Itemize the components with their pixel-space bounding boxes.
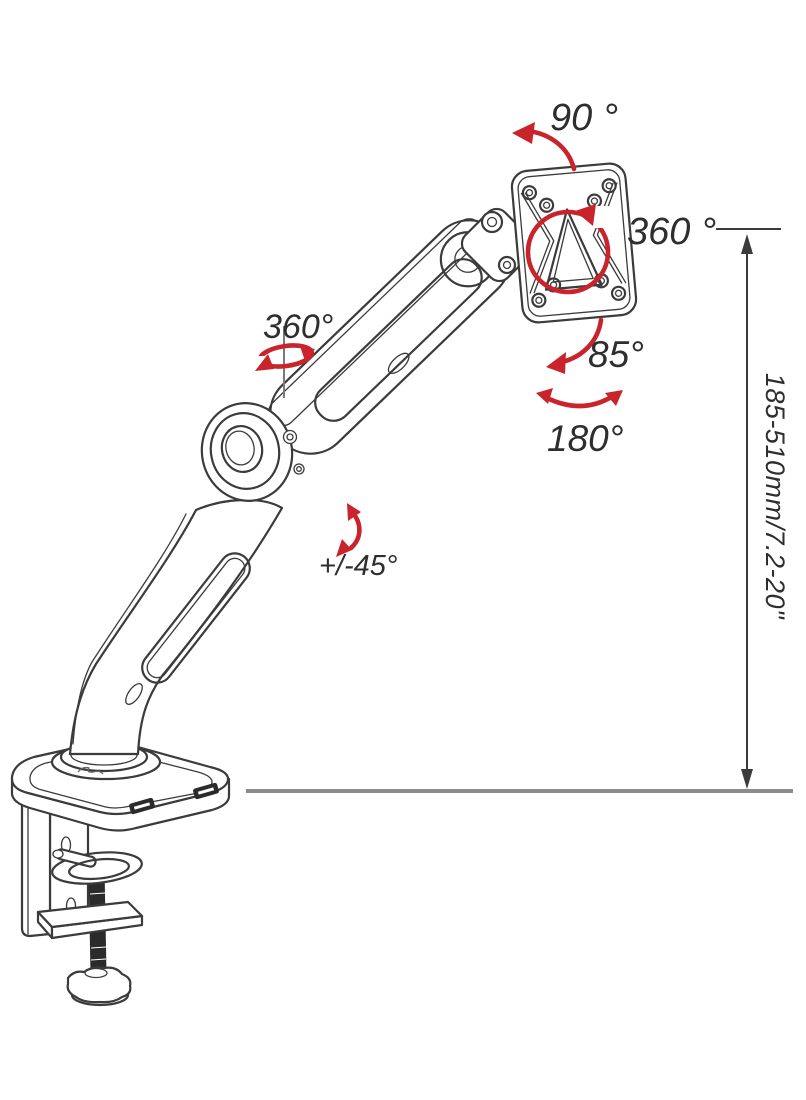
- dimension-arrow-down-icon: [741, 769, 753, 789]
- ring-hole: [225, 430, 255, 466]
- lower-arm-screw-slot: [125, 683, 143, 705]
- height-dimension: [716, 228, 781, 789]
- rotation-arrow-85: [546, 317, 604, 374]
- motion-annotations: [255, 122, 623, 557]
- label-vesa-rotate: 360 °: [627, 211, 716, 253]
- tilt-arrow-45: [336, 503, 362, 557]
- dimension-arrow-up-icon: [741, 234, 753, 254]
- pan-arrow-180: [536, 388, 623, 409]
- vesa-plate-inner-line: [517, 169, 631, 317]
- label-vesa-tilt-up: 90 °: [550, 97, 618, 139]
- joint-screw-2: [293, 463, 305, 475]
- clamp-knob-top: [84, 967, 108, 979]
- label-elbow-tilt: +/-45°: [319, 550, 398, 582]
- lower-arm-contour-line: [72, 513, 187, 745]
- label-arm-pan: 180°: [547, 418, 624, 459]
- label-vesa-tilt-down: 85°: [588, 334, 644, 375]
- hinge-bolt-1-center: [486, 216, 498, 228]
- hinge-bolt-2: [497, 255, 517, 275]
- clamp-lever-end: [52, 849, 64, 859]
- clamp-pad: [51, 848, 143, 885]
- joint-screw-1: [282, 429, 298, 445]
- clamp-knob-star: [66, 966, 132, 1004]
- clamp-pad-ring-inner: [68, 857, 130, 881]
- hinge-bolt-2-center: [502, 260, 512, 270]
- upper-arm-spring-slot: [314, 258, 483, 422]
- upper-arm-latch: [387, 352, 410, 374]
- label-arm-rotate: 360°: [263, 308, 333, 346]
- brand-mark: [77, 766, 104, 775]
- joint-screw-1-center: [286, 433, 294, 441]
- cable-ring-joint: [200, 402, 305, 502]
- rotation-circle-360: [525, 204, 612, 295]
- clamp-knob: [66, 966, 132, 1007]
- lower-arm: [68, 498, 284, 756]
- usb-port-1: [193, 782, 219, 800]
- hinge-bolt-1: [480, 210, 504, 234]
- rotation-arrow-90: [512, 122, 577, 172]
- lower-arm-slot: [141, 552, 251, 684]
- usb-port-2: [129, 797, 155, 815]
- swivel-arrow-360: [255, 326, 315, 398]
- labels: 90 ° 360 ° 85° 180° 360° +/-45° 185-510m…: [263, 97, 790, 620]
- joint-screw-2-center: [296, 466, 302, 472]
- label-height-range: 185-510mm/7.2-20": [760, 373, 790, 620]
- clamp-bracket-plate: [20, 794, 52, 938]
- clamp-lower-plate: [36, 900, 144, 940]
- vesa-triangle-cutout: [544, 208, 603, 291]
- desk-clamp: [20, 786, 144, 1007]
